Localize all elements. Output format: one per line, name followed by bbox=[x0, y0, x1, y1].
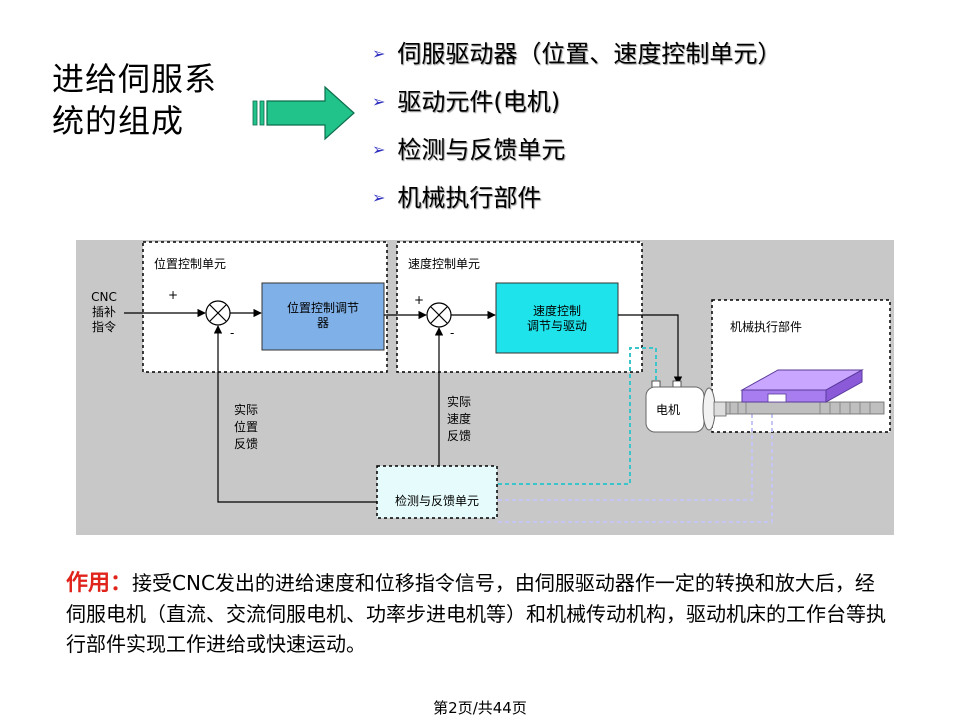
list-item: ➢驱动元件(电机) bbox=[372, 88, 561, 116]
function-label: 作用： bbox=[66, 571, 133, 596]
speed-control-unit-label: 速度控制单元 bbox=[408, 257, 481, 271]
arrow-bullet-icon: ➢ bbox=[372, 44, 386, 63]
list-item: ➢检测与反馈单元 bbox=[372, 136, 566, 164]
position-regulator-block bbox=[261, 282, 385, 351]
title-line-1: 进给伺服系 bbox=[52, 60, 218, 98]
speed-summing-junction bbox=[426, 302, 452, 328]
arrow-bullet-icon: ➢ bbox=[372, 188, 386, 207]
list-item: ➢机械执行部件 bbox=[372, 184, 542, 212]
right-arrow-icon bbox=[252, 85, 355, 141]
position-plus-sign: + bbox=[168, 288, 179, 302]
cnc-command-label: CNC 插补 指令 bbox=[91, 290, 117, 334]
page-indicator: 第2页/共44页 bbox=[433, 699, 527, 717]
slide-title: 进给伺服系 统的组成 bbox=[52, 58, 217, 142]
component-list: ➢伺服驱动器（位置、速度控制单元） ➢驱动元件(电机) ➢检测与反馈单元 ➢机械… bbox=[372, 30, 781, 222]
position-minus-sign: - bbox=[230, 326, 235, 340]
worktable-illustration bbox=[725, 369, 885, 415]
position-regulator-label: 位置控制调节 器 bbox=[286, 301, 359, 330]
motor-illustration bbox=[645, 380, 727, 433]
detection-unit-block bbox=[376, 465, 498, 519]
speed-plus-sign: + bbox=[414, 293, 425, 307]
title-line-2: 统的组成 bbox=[52, 102, 185, 140]
speed-regulator-block bbox=[495, 282, 619, 354]
speed-feedback-label: 实际 速度 反馈 bbox=[447, 395, 472, 443]
position-control-unit-label: 位置控制单元 bbox=[154, 257, 227, 271]
position-feedback-label: 实际 位置 反馈 bbox=[234, 403, 259, 451]
speed-regulator-label: 速度控制 调节与驱动 bbox=[526, 304, 587, 333]
arrow-bullet-icon: ➢ bbox=[372, 92, 386, 111]
list-item: ➢伺服驱动器（位置、速度控制单元） bbox=[372, 40, 782, 68]
function-description: 作用：接受CNC发出的进给速度和位移指令信号，由伺服驱动器作一定的转换和放大后，… bbox=[66, 568, 886, 659]
speed-minus-sign: - bbox=[450, 326, 455, 340]
position-summing-junction bbox=[205, 300, 231, 326]
motor-label: 电机 bbox=[656, 403, 681, 417]
mechanical-unit-label: 机械执行部件 bbox=[730, 320, 803, 334]
detection-unit-label: 检测与反馈单元 bbox=[394, 494, 479, 508]
arrow-bullet-icon: ➢ bbox=[372, 140, 386, 159]
function-text: 接受CNC发出的进给速度和位移指令信号，由伺服驱动器作一定的转换和放大后，经伺服… bbox=[66, 571, 886, 656]
